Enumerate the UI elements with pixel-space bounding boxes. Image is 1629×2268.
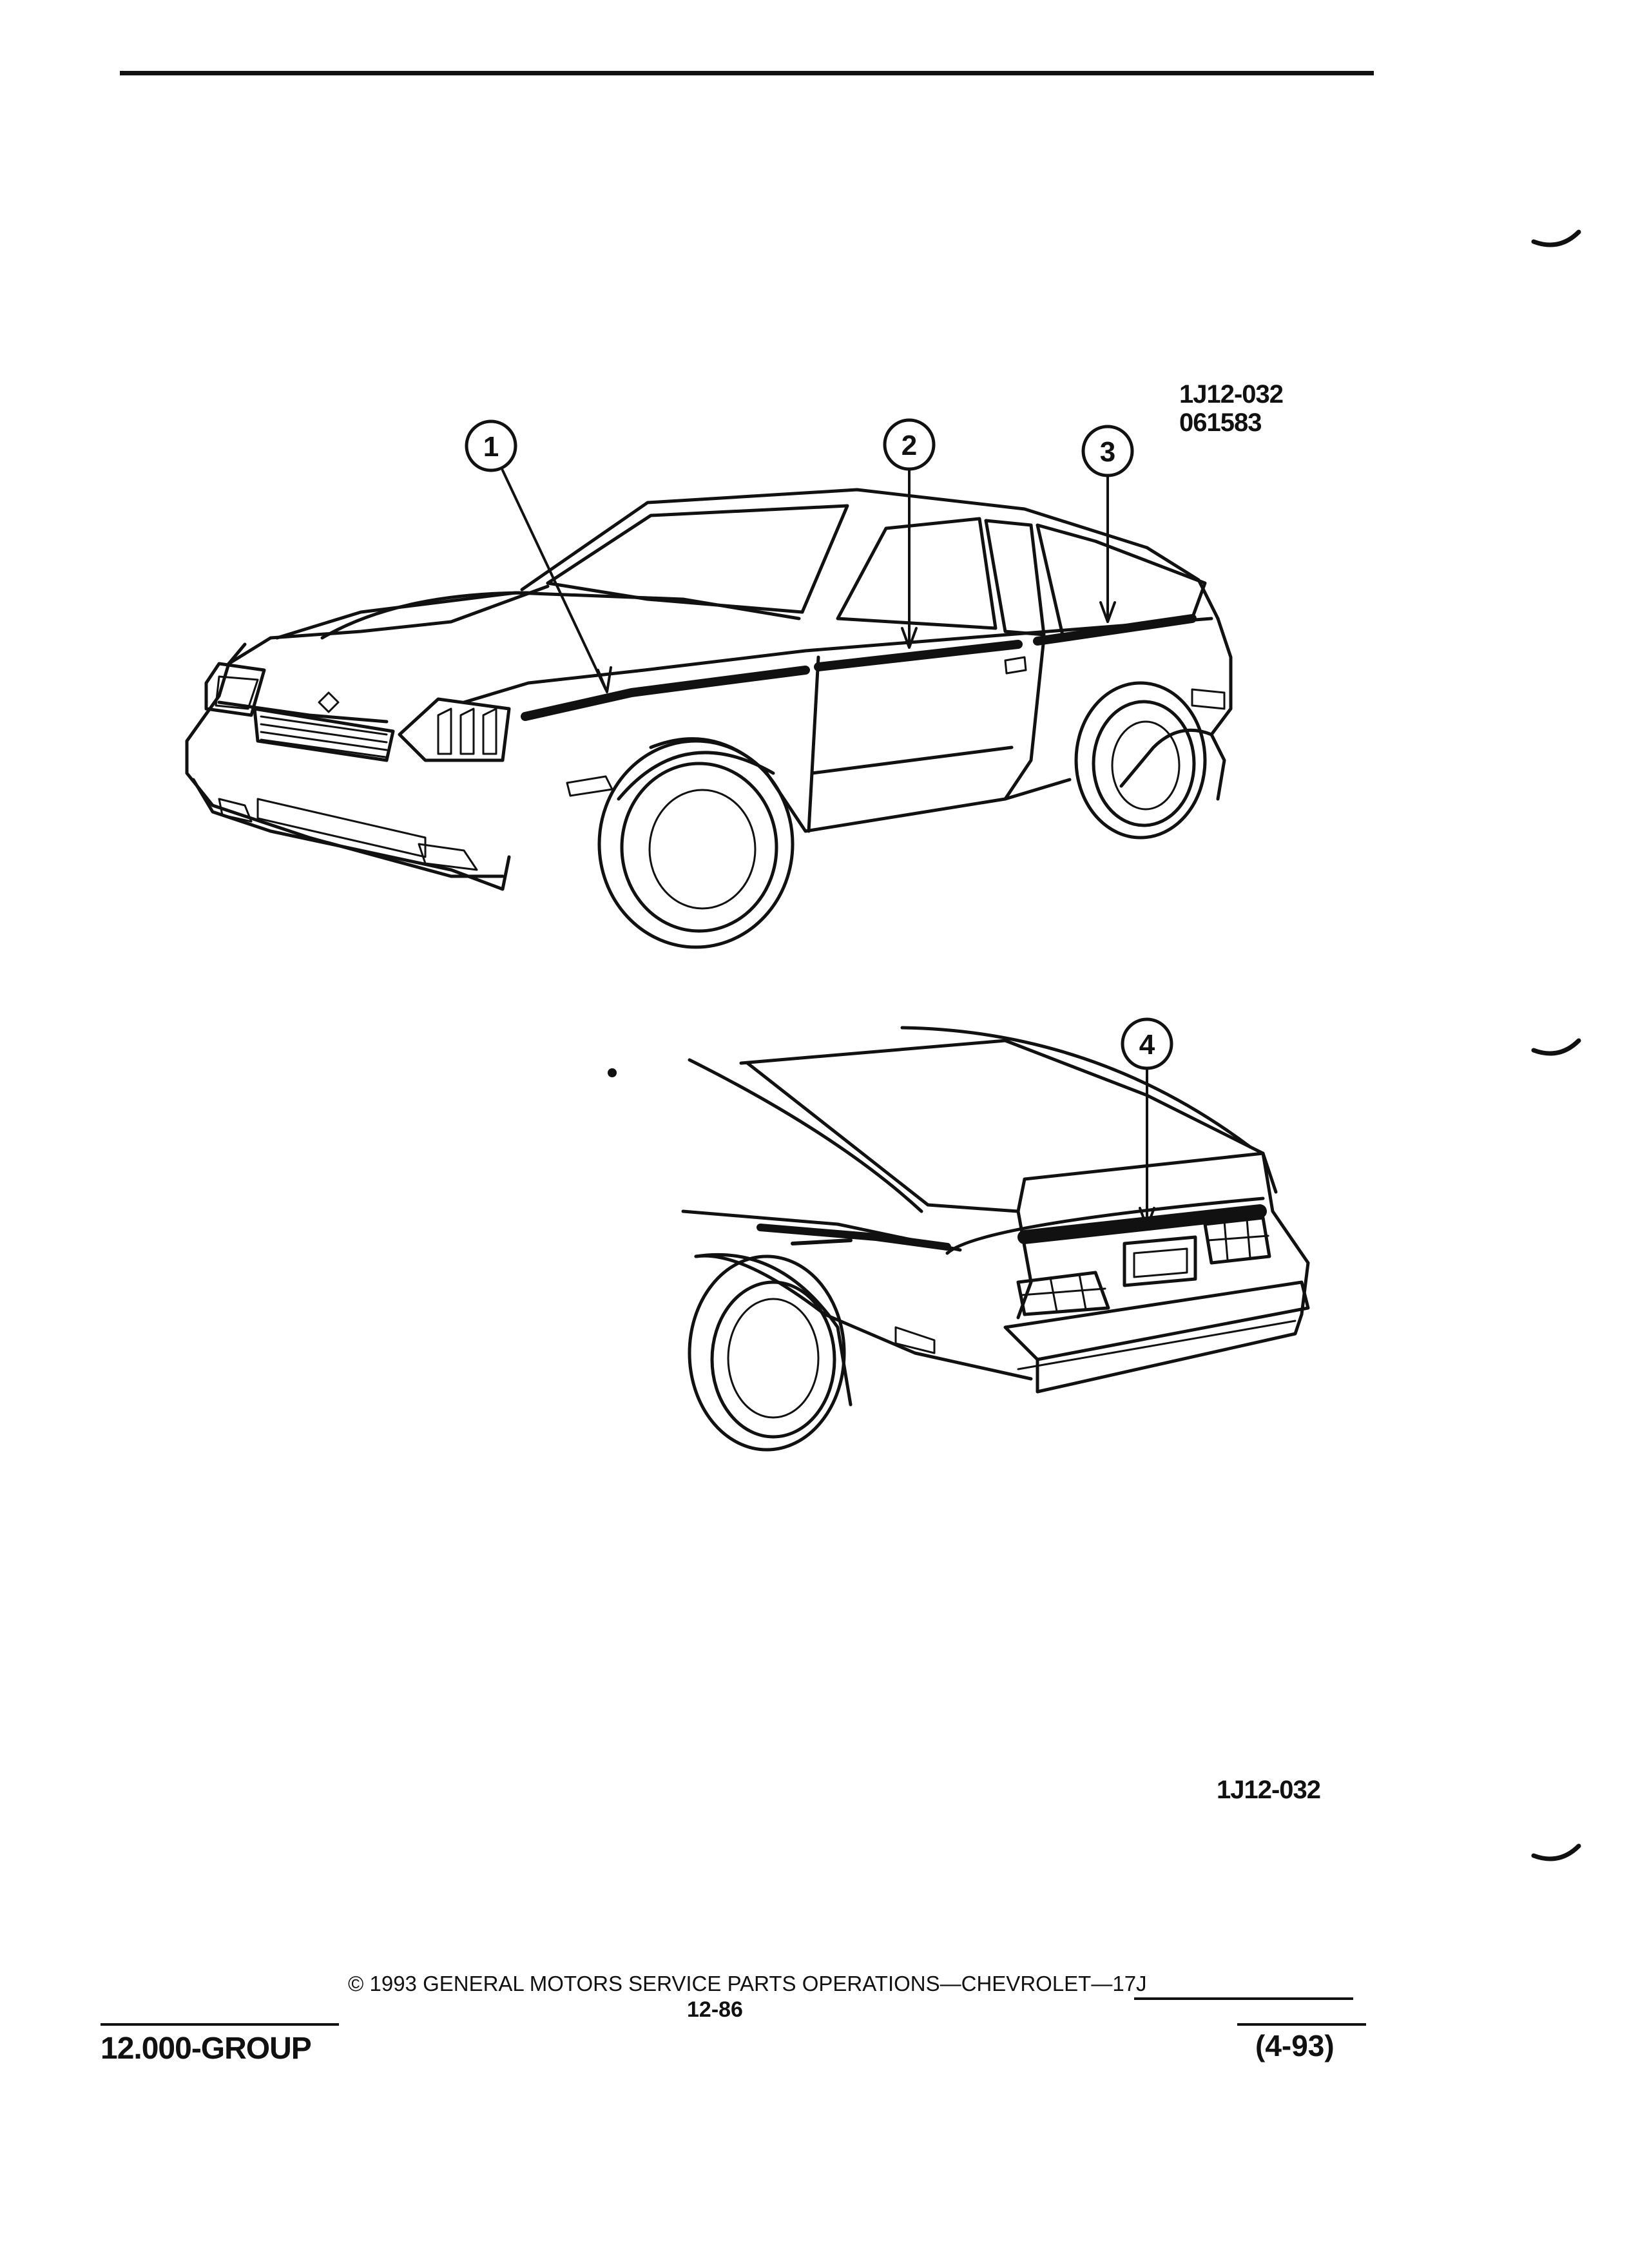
callout-1-label: 1 xyxy=(483,431,499,463)
footer-copyright: © 1993 GENERAL MOTORS SERVICE PARTS OPER… xyxy=(348,1972,1147,1995)
front-callouts xyxy=(465,418,1134,693)
bottom-ref-code: 1J12-032 xyxy=(1217,1776,1321,1804)
callout-1-circle xyxy=(465,419,517,472)
rear-callout xyxy=(1121,1017,1173,1229)
top-rule xyxy=(120,71,1374,75)
footer-page-number: 12-86 xyxy=(687,1997,743,2022)
smudge-mark xyxy=(608,1068,617,1077)
callout-4-label: 4 xyxy=(1139,1029,1155,1061)
footer-rule-right xyxy=(1237,2023,1366,2026)
margin-mark-2 xyxy=(1531,1038,1581,1056)
figure-reference: 1J12-032 061583 xyxy=(1179,380,1284,437)
footer-rule-right-top xyxy=(1134,1997,1353,2000)
rear-car-drawing xyxy=(681,1026,1310,1452)
margin-mark-1 xyxy=(1531,229,1581,247)
footer-rule-left xyxy=(101,2023,339,2026)
figure-ref-code: 1J12-032 xyxy=(1179,380,1284,408)
footer-group: 12.000-GROUP xyxy=(101,2032,312,2066)
figure-ref-date: 061583 xyxy=(1179,408,1262,437)
margin-mark-3 xyxy=(1531,1843,1581,1861)
callout-2-label: 2 xyxy=(901,430,917,461)
footer-date-code: (4-93) xyxy=(1255,2029,1335,2062)
callout-3-label: 3 xyxy=(1100,436,1115,468)
front-car-drawing xyxy=(185,488,1233,949)
